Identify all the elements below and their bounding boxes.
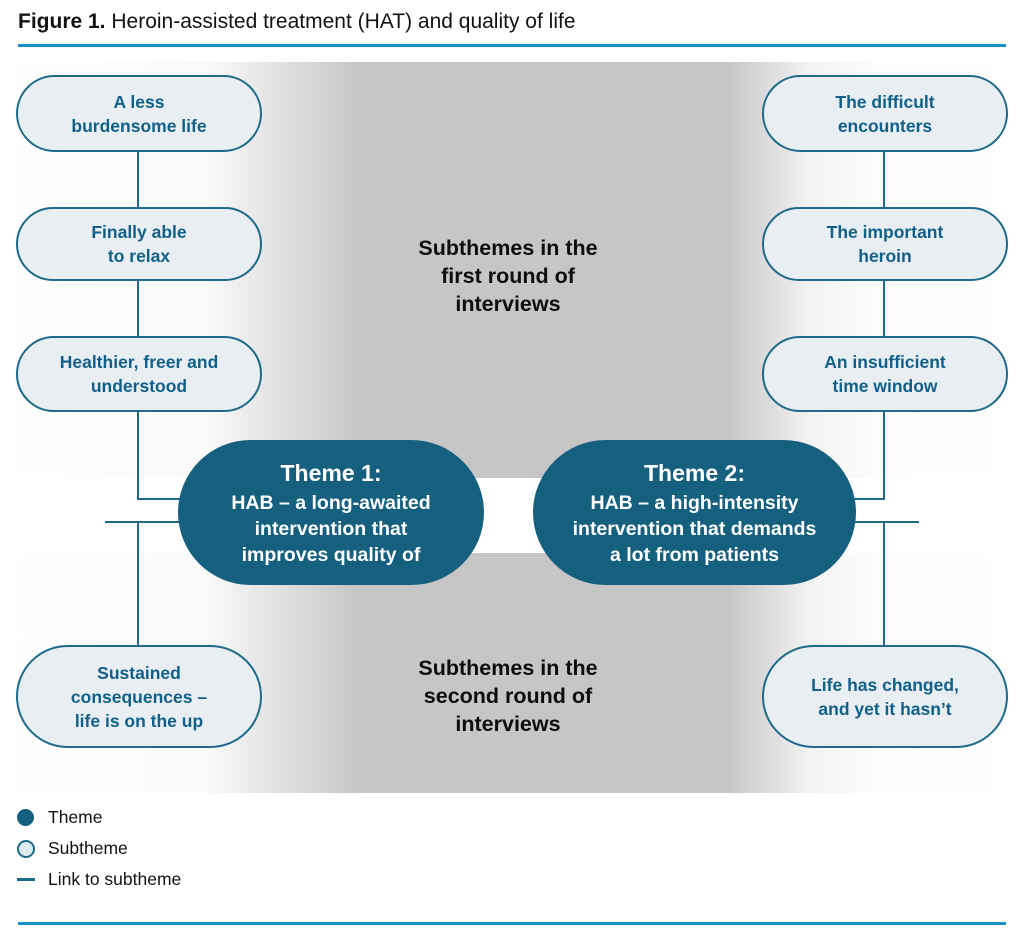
legend-row-link: Link to subtheme [17, 869, 181, 890]
subtheme-pill-life-has-changed: Life has changed, and yet it hasn’t [762, 645, 1008, 748]
link-line-right-to-theme2-lower [826, 521, 919, 523]
link-line-left-4 [137, 521, 139, 646]
first-round-label: Subthemes in the first round of intervie… [418, 236, 598, 316]
link-line-left-to-theme1-upper [138, 498, 198, 500]
subtheme-pill-less-burdensome-life: A less burdensome life [16, 75, 262, 152]
subtheme-pill-finally-able-to-relax: Finally able to relax [16, 207, 262, 281]
link-line-left-3 [137, 411, 139, 500]
legend-row-subtheme: Subtheme [17, 838, 181, 859]
subtheme-pill-important-heroin: The important heroin [762, 207, 1008, 281]
link-line-right-1 [883, 152, 885, 208]
subtheme-pill-difficult-encounters: The difficult encounters [762, 75, 1008, 152]
link-line-right-to-theme2-upper [826, 498, 885, 500]
link-line-right-4 [883, 521, 885, 646]
link-line-right-3 [883, 411, 885, 500]
top-rule [18, 44, 1006, 47]
subtheme-pill-healthier-freer-understood: Healthier, freer and understood [16, 336, 262, 412]
link-line-left-1 [137, 152, 139, 208]
legend-row-theme: Theme [17, 807, 181, 828]
theme1-heading: Theme 1: [280, 459, 382, 486]
subtheme-pill-sustained-consequences: Sustained consequences – life is on the … [16, 645, 262, 748]
subtheme-pill-insufficient-time-window: An insufficient time window [762, 336, 1008, 412]
second-round-label: Subthemes in the second round of intervi… [418, 656, 598, 736]
bottom-rule [18, 922, 1006, 925]
link-line-right-2 [883, 280, 885, 337]
theme2-pill: Theme 2: HAB – a high-intensity interven… [533, 440, 856, 585]
figure-caption: Heroin-assisted treatment (HAT) and qual… [105, 10, 576, 33]
link-line-left-2 [137, 280, 139, 337]
theme1-body: HAB – a long-awaited intervention that i… [231, 491, 431, 566]
subtheme-dot-icon [17, 839, 48, 858]
theme2-heading: Theme 2: [644, 459, 745, 486]
link-line-left-to-theme1-lower [105, 521, 198, 523]
link-dash-icon [17, 878, 48, 881]
legend-label-subtheme: Subtheme [48, 838, 128, 858]
legend-label-link: Link to subtheme [48, 869, 182, 889]
theme2-body: HAB – a high-intensity intervention that… [572, 491, 817, 566]
figure-number-label: Figure 1. [18, 10, 106, 33]
theme1-pill: Theme 1: HAB – a long-awaited interventi… [178, 440, 484, 585]
legend-label-theme: Theme [48, 807, 103, 827]
theme-dot-icon [17, 809, 48, 826]
themes-row-band [0, 478, 1024, 553]
legend: Theme Subtheme Link to subtheme [17, 807, 181, 900]
figure-title: Figure 1. Heroin-assisted treatment (HAT… [18, 10, 576, 34]
